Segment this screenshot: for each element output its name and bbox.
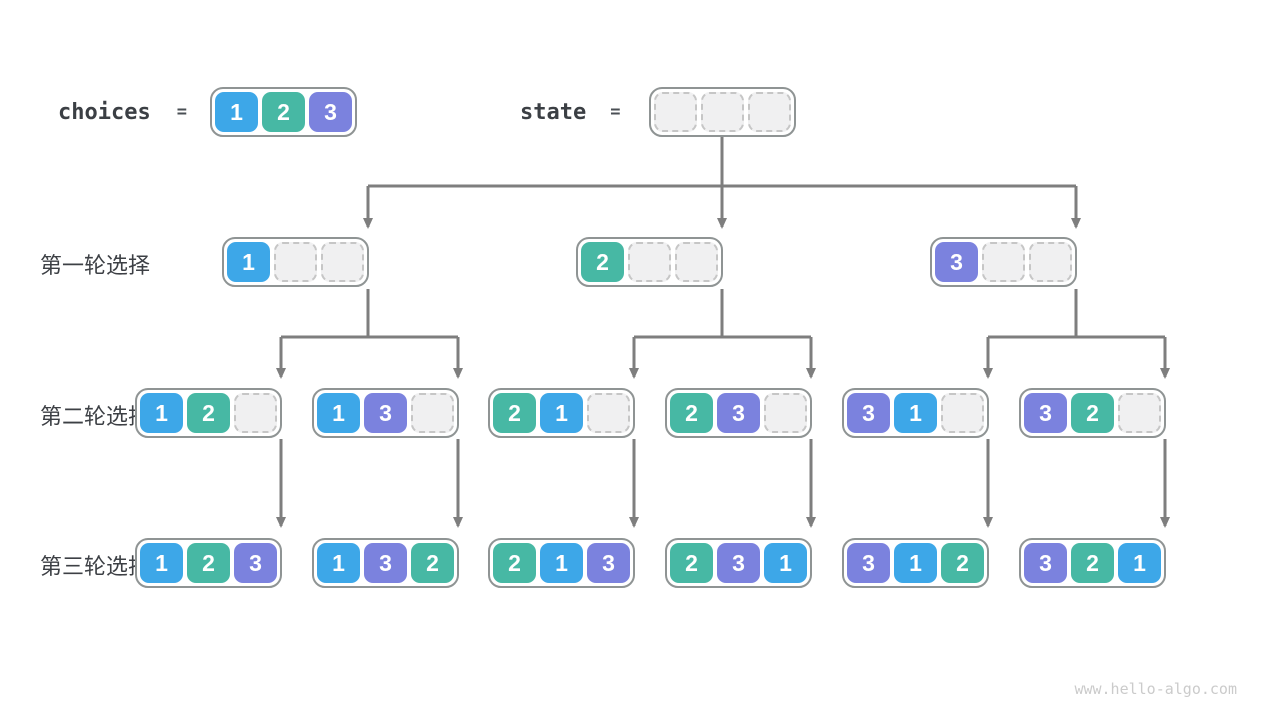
choices-label: choices — [58, 99, 151, 125]
choice-cell-3: 3 — [234, 543, 277, 583]
empty-cell — [1118, 393, 1161, 433]
empty-cell — [675, 242, 718, 282]
choice-cell-1: 1 — [894, 543, 937, 583]
empty-cell — [654, 92, 697, 132]
choice-cell-2: 2 — [670, 393, 713, 433]
empty-cell — [1029, 242, 1072, 282]
choice-cell-3: 3 — [309, 92, 352, 132]
empty-cell — [234, 393, 277, 433]
choice-cell-3: 3 — [1024, 393, 1067, 433]
round-2-label: 第二轮选择 — [40, 404, 151, 429]
state-node-r1-2: 2 — [576, 237, 723, 287]
choice-cell-3: 3 — [847, 543, 890, 583]
choice-cell-2: 2 — [1071, 393, 1114, 433]
empty-cell — [411, 393, 454, 433]
choice-cell-1: 1 — [894, 393, 937, 433]
choice-cell-2: 2 — [187, 543, 230, 583]
state-label: state — [520, 99, 587, 125]
choices-equals: = — [176, 102, 187, 122]
empty-cell — [701, 92, 744, 132]
choice-cell-2: 2 — [581, 242, 624, 282]
choice-cell-1: 1 — [215, 92, 258, 132]
choice-cell-3: 3 — [935, 242, 978, 282]
state-expression: state = — [520, 87, 620, 137]
choice-cell-3: 3 — [587, 543, 630, 583]
state-node-r1-3: 3 — [930, 237, 1077, 287]
empty-cell — [628, 242, 671, 282]
choice-cell-1: 1 — [317, 393, 360, 433]
state-equals: = — [610, 102, 621, 122]
choice-cell-2: 2 — [1071, 543, 1114, 583]
choice-cell-1: 1 — [540, 393, 583, 433]
choice-cell-1: 1 — [540, 543, 583, 583]
choice-cell-2: 2 — [941, 543, 984, 583]
choice-cell-2: 2 — [493, 543, 536, 583]
choice-cell-3: 3 — [364, 543, 407, 583]
round-1-label: 第一轮选择 — [40, 253, 151, 278]
choice-cell-2: 2 — [262, 92, 305, 132]
empty-cell — [321, 242, 364, 282]
empty-cell — [748, 92, 791, 132]
choice-cell-2: 2 — [493, 393, 536, 433]
connector-lines — [276, 137, 1170, 528]
state-node-r1-1: 1 — [222, 237, 369, 287]
empty-cell — [587, 393, 630, 433]
choice-cell-2: 2 — [411, 543, 454, 583]
choice-cell-3: 3 — [717, 393, 760, 433]
empty-cell — [941, 393, 984, 433]
choice-cell-1: 1 — [764, 543, 807, 583]
choice-cell-3: 3 — [847, 393, 890, 433]
choice-cell-1: 1 — [1118, 543, 1161, 583]
round-3-label: 第三轮选择 — [40, 554, 151, 579]
state-array — [649, 87, 796, 137]
choice-cell-1: 1 — [140, 543, 183, 583]
choice-cell-1: 1 — [227, 242, 270, 282]
choice-cell-3: 3 — [717, 543, 760, 583]
choice-cell-1: 1 — [317, 543, 360, 583]
empty-cell — [274, 242, 317, 282]
watermark: www.hello-algo.com — [1074, 680, 1237, 698]
empty-cell — [764, 393, 807, 433]
choices-expression: choices = — [58, 87, 187, 137]
choice-cell-3: 3 — [364, 393, 407, 433]
choice-cell-3: 3 — [1024, 543, 1067, 583]
choice-cell-2: 2 — [187, 393, 230, 433]
empty-cell — [982, 242, 1025, 282]
choice-cell-2: 2 — [670, 543, 713, 583]
choice-cell-1: 1 — [140, 393, 183, 433]
